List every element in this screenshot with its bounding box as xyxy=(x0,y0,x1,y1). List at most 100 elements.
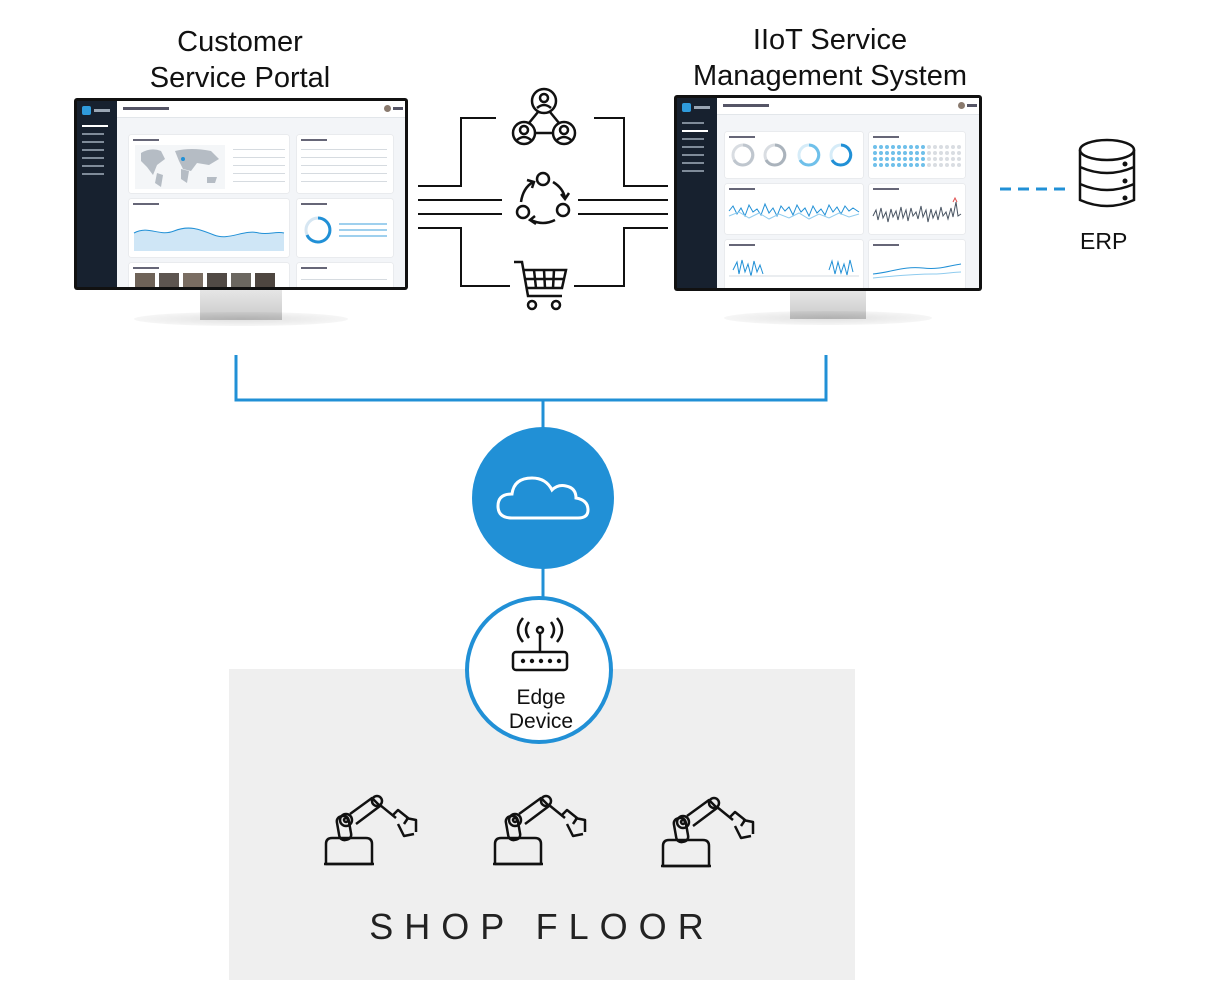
portal-image-card xyxy=(129,263,289,287)
connector-top-left xyxy=(418,117,496,187)
portal-topbar xyxy=(117,101,405,118)
dot-matrix-dot xyxy=(873,151,877,155)
iiot-donut-charts xyxy=(731,143,853,167)
iiot-monitor-shadow xyxy=(724,311,932,325)
iiot-noise-chart xyxy=(872,196,962,223)
dot-matrix-dot xyxy=(933,151,937,155)
iiot-line-card xyxy=(725,184,863,234)
dot-matrix-dot xyxy=(945,157,949,161)
dot-matrix-dot xyxy=(939,145,943,149)
dot-matrix-dot xyxy=(915,151,919,155)
portal-monitor-stand xyxy=(200,290,282,320)
robot-arm-icon xyxy=(493,794,587,866)
dot-matrix-dot xyxy=(879,145,883,149)
dot-matrix-dot xyxy=(951,145,955,149)
dot-matrix-dot xyxy=(897,157,901,161)
iiot-dots-card xyxy=(869,132,965,178)
dot-matrix-dot xyxy=(927,163,931,167)
dot-matrix-dot xyxy=(873,157,877,161)
portal-title: Customer Service Portal xyxy=(120,24,360,96)
dot-matrix-dot xyxy=(885,145,889,149)
dot-matrix-dot xyxy=(945,145,949,149)
users-network-icon xyxy=(511,87,577,146)
portal-list-card xyxy=(297,135,393,193)
wireless-router-icon xyxy=(511,617,569,672)
dot-matrix-dot xyxy=(957,151,961,155)
monitor-icon xyxy=(674,95,982,291)
dot-matrix-dot xyxy=(921,151,925,155)
blue-connectors xyxy=(234,187,1068,600)
monitor-icon xyxy=(74,98,408,290)
dot-matrix-dot xyxy=(933,157,937,161)
dot-matrix-dot xyxy=(909,163,913,167)
dark-connectors xyxy=(418,117,668,287)
dot-matrix-dot xyxy=(873,163,877,167)
portal-chart-card xyxy=(129,199,289,257)
dot-matrix-dot xyxy=(885,163,889,167)
iiot-monitor xyxy=(674,95,982,325)
dot-matrix-dot xyxy=(945,163,949,167)
dot-matrix-dot xyxy=(885,151,889,155)
dot-matrix-dot xyxy=(879,151,883,155)
cloud-node xyxy=(472,427,614,569)
iiot-title: IIoT Service Management System xyxy=(660,22,1000,94)
portal-map-card xyxy=(129,135,289,193)
dot-matrix-dot xyxy=(933,163,937,167)
iiot-title-line2: Management System xyxy=(692,60,967,92)
dot-matrix-dot xyxy=(879,163,883,167)
connector-top-right xyxy=(594,117,668,187)
world-map-icon xyxy=(135,145,225,189)
dot-matrix-dot xyxy=(939,151,943,155)
iiot-bar-signal xyxy=(729,259,859,277)
iiot-topbar xyxy=(717,98,979,115)
portal-gauge-card xyxy=(297,199,393,257)
dot-matrix-dot xyxy=(921,163,925,167)
dot-matrix-dot xyxy=(933,145,937,149)
dot-matrix-dot xyxy=(903,163,907,167)
dot-matrix-dot xyxy=(951,157,955,161)
database-icon xyxy=(1078,138,1136,208)
portal-gauge xyxy=(304,216,332,244)
dot-matrix-dot xyxy=(921,157,925,161)
dot-matrix-dot xyxy=(909,157,913,161)
dot-matrix-dot xyxy=(891,145,895,149)
portal-area-chart xyxy=(133,227,285,251)
dot-matrix-dot xyxy=(897,163,901,167)
dot-matrix-dot xyxy=(903,157,907,161)
dot-matrix-dot xyxy=(951,163,955,167)
iiot-line-chart xyxy=(728,202,860,220)
dot-matrix-dot xyxy=(891,163,895,167)
iiot-noise-card xyxy=(869,184,965,234)
robot-arm-icon xyxy=(324,794,418,866)
dot-matrix-dot xyxy=(873,145,877,149)
dot-matrix-dot xyxy=(915,163,919,167)
dot-matrix-dot xyxy=(915,157,919,161)
dot-matrix-dot xyxy=(945,151,949,155)
portal-sidebar xyxy=(77,101,117,287)
dot-matrix-dot xyxy=(957,163,961,167)
dot-matrix-dot xyxy=(903,151,907,155)
iiot-trend-chart xyxy=(872,263,962,279)
edge-label-line2: Device xyxy=(508,710,574,733)
dot-matrix-dot xyxy=(909,151,913,155)
dot-matrix-dot xyxy=(909,145,913,149)
dot-matrix-dot xyxy=(939,157,943,161)
dot-matrix-dot xyxy=(927,157,931,161)
dot-matrix-dot xyxy=(951,151,955,155)
portal-screen xyxy=(77,101,405,287)
connector-portal-cloud xyxy=(234,355,828,402)
dot-matrix-dot xyxy=(903,145,907,149)
iiot-trend-card xyxy=(869,240,965,288)
iiot-donut-card xyxy=(725,132,863,178)
iiot-dot-matrix xyxy=(873,145,961,167)
cloud-icon xyxy=(496,476,590,520)
iiot-screen xyxy=(677,98,979,288)
iiot-bars-card xyxy=(725,240,863,288)
robot-arm-icon xyxy=(661,796,755,868)
connector-bottom-left xyxy=(418,227,510,287)
dot-matrix-dot xyxy=(885,157,889,161)
iiot-sidebar xyxy=(677,98,717,288)
portal-bottom-card xyxy=(297,263,393,287)
shopping-cart-icon xyxy=(514,260,568,311)
